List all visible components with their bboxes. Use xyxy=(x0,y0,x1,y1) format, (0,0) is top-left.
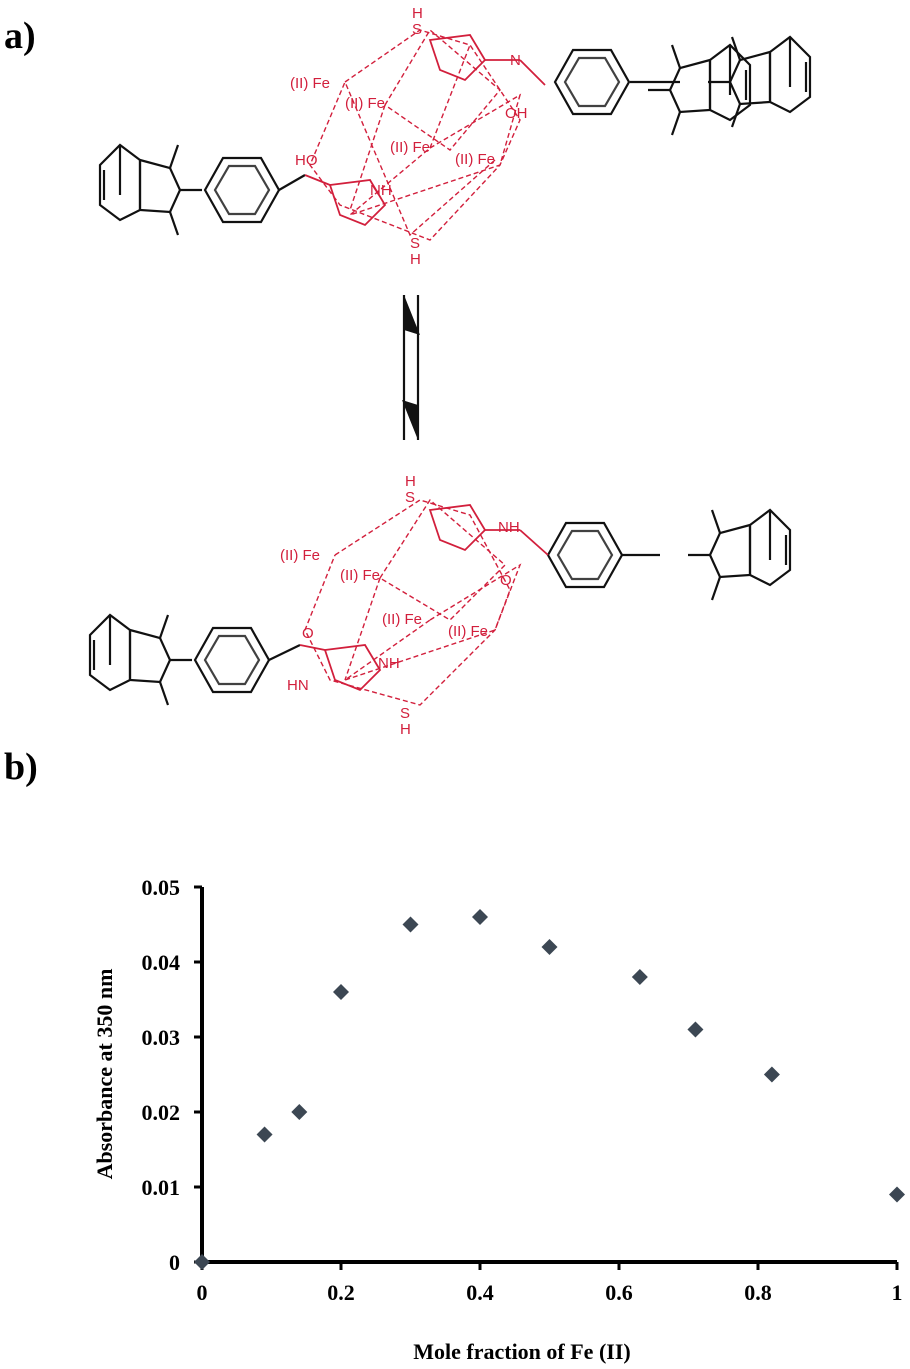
o-label: O xyxy=(302,625,314,642)
data-point xyxy=(256,1126,273,1143)
data-point xyxy=(402,916,419,933)
panel-a-label: a) xyxy=(4,15,36,57)
y-tick-label: 0.03 xyxy=(142,1025,181,1050)
fe-label: Fe xyxy=(405,611,423,628)
nh-label: NH xyxy=(378,655,400,672)
data-point xyxy=(194,1254,210,1270)
n-label: N xyxy=(510,52,521,69)
fe-label: Fe xyxy=(478,151,496,168)
ox-label: (II) xyxy=(340,567,358,584)
fe-label: Fe xyxy=(363,567,381,584)
panel-b-label: b) xyxy=(4,746,38,788)
ox-label: (II) xyxy=(448,623,466,640)
job-plot-chart: 0 0.2 0.4 0.6 0.8 1 0 0.01 0.02 0.03 0.04 0.05 Mole… xyxy=(92,875,905,1364)
complex-bottom: (II) Fe (II) Fe (II) Fe (II) Fe H S S H … xyxy=(88,473,792,738)
svg-text:(II) Fe: (II) Fe xyxy=(290,75,330,92)
s-label: S xyxy=(405,489,415,506)
x-tick-label: 1 xyxy=(892,1280,903,1305)
data-point xyxy=(687,1021,704,1038)
ox-label: (II) xyxy=(455,151,473,168)
svg-text:(II) Fe: (II) Fe xyxy=(280,547,320,564)
h-label: H xyxy=(405,473,416,490)
ox-label: (II) xyxy=(345,95,363,112)
x-axis-label: Mole fraction of Fe (II) xyxy=(413,1339,630,1364)
fe-label: Fe xyxy=(303,547,321,564)
x-tick-label: 0 xyxy=(197,1280,208,1305)
chemical-scheme: (II) Fe (II) Fe (II) Fe (II) Fe H S S H … xyxy=(88,5,812,738)
svg-text:(II) Fe: (II) Fe xyxy=(448,623,488,640)
y-axis-label: Absorbance at 350 nm xyxy=(92,969,117,1180)
ox-label: (II) xyxy=(382,611,400,628)
ho-label: HO xyxy=(295,152,318,169)
ox-label: (II) xyxy=(280,547,298,564)
fe-label: Fe xyxy=(313,75,331,92)
chart-points xyxy=(194,909,905,1270)
y-tick-label: 0.05 xyxy=(142,875,181,900)
data-point xyxy=(472,909,488,925)
nh-label: NH xyxy=(370,182,392,199)
fe-label: Fe xyxy=(413,139,431,156)
x-tick-label: 0.4 xyxy=(466,1280,494,1305)
equilibrium-arrow xyxy=(402,295,420,440)
y-tick-label: 0.02 xyxy=(142,1100,181,1125)
svg-text:(II) Fe: (II) Fe xyxy=(455,151,495,168)
complex-top: (II) Fe (II) Fe (II) Fe (II) Fe H S S H … xyxy=(98,5,812,268)
ox-label: (II) xyxy=(290,75,308,92)
x-tick-label: 0.6 xyxy=(605,1280,633,1305)
h-label: H xyxy=(410,251,421,268)
svg-text:(II) Fe: (II) Fe xyxy=(382,611,422,628)
svg-text:(II) Fe: (II) Fe xyxy=(345,95,385,112)
chart-ticks: 0 0.2 0.4 0.6 0.8 1 0 0.01 0.02 0.03 0.04 0.05 xyxy=(142,875,903,1305)
s-label: S xyxy=(400,705,410,722)
data-point xyxy=(333,984,349,1000)
data-point xyxy=(291,1104,308,1120)
fe-label: Fe xyxy=(471,623,489,640)
hn-label: HN xyxy=(287,677,309,694)
nh-label: NH xyxy=(498,519,520,536)
chart-axes xyxy=(200,887,897,1264)
s-label: S xyxy=(410,235,420,252)
y-tick-label: 0.04 xyxy=(142,950,181,975)
h-label: H xyxy=(412,5,423,22)
o-label: O xyxy=(500,572,512,589)
ox-label: (II) xyxy=(390,139,408,156)
x-tick-label: 0.2 xyxy=(327,1280,355,1305)
data-point xyxy=(541,939,558,955)
data-point xyxy=(889,1186,905,1203)
data-point xyxy=(631,969,648,985)
y-tick-label: 0.01 xyxy=(142,1175,181,1200)
fe-label: Fe xyxy=(368,95,386,112)
s-label: S xyxy=(412,21,422,38)
h-label: H xyxy=(400,721,411,738)
x-tick-label: 0.8 xyxy=(744,1280,772,1305)
svg-text:(II) Fe: (II) Fe xyxy=(340,567,380,584)
y-tick-label: 0 xyxy=(169,1250,180,1275)
svg-text:(II) Fe: (II) Fe xyxy=(390,139,430,156)
oh-label: OH xyxy=(505,105,528,122)
data-point xyxy=(763,1066,780,1083)
